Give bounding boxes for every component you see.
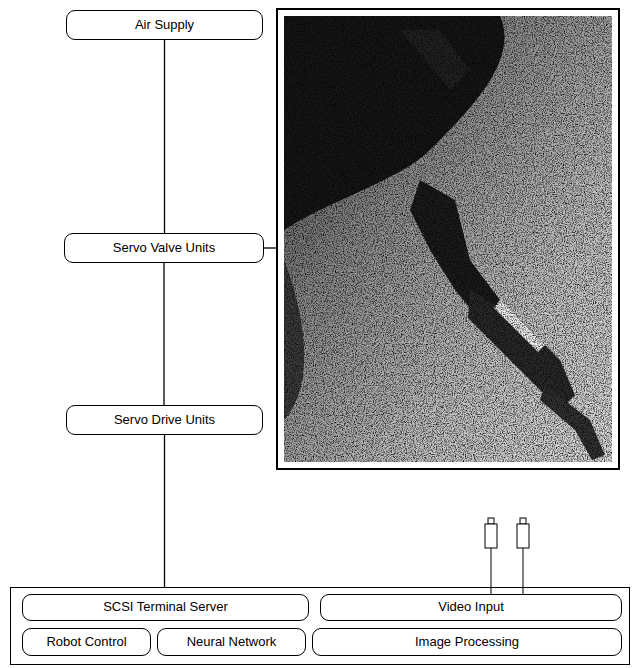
box-label: Robot Control [46,635,126,649]
connector-line [164,435,165,587]
box-label: Servo Valve Units [113,241,215,255]
box-label: Image Processing [415,635,519,649]
box-label: Air Supply [135,18,194,32]
connector-line [164,40,165,233]
module-box: Image Processing [312,628,622,656]
box-label: Servo Drive Units [114,413,215,427]
video-plugs [485,518,529,598]
module-box: Video Input [320,594,622,621]
box-label: Neural Network [187,635,277,649]
module-box: Robot Control [22,628,151,656]
box-label: Video Input [438,600,504,614]
robot-photo [284,16,612,462]
photo-frame [277,9,619,469]
drive-box: Servo Drive Units [66,405,263,435]
hose-line [264,247,277,248]
module-box: Neural Network [157,628,306,656]
connector-line [163,263,164,405]
module-box: SCSI Terminal Server [22,594,309,621]
computer-frame: SCSI Terminal Server Video InputRobot Con… [10,587,630,665]
valve-box: Servo Valve Units [64,233,264,263]
supply-box: Air Supply [66,10,263,40]
box-label: SCSI Terminal Server [103,600,228,614]
